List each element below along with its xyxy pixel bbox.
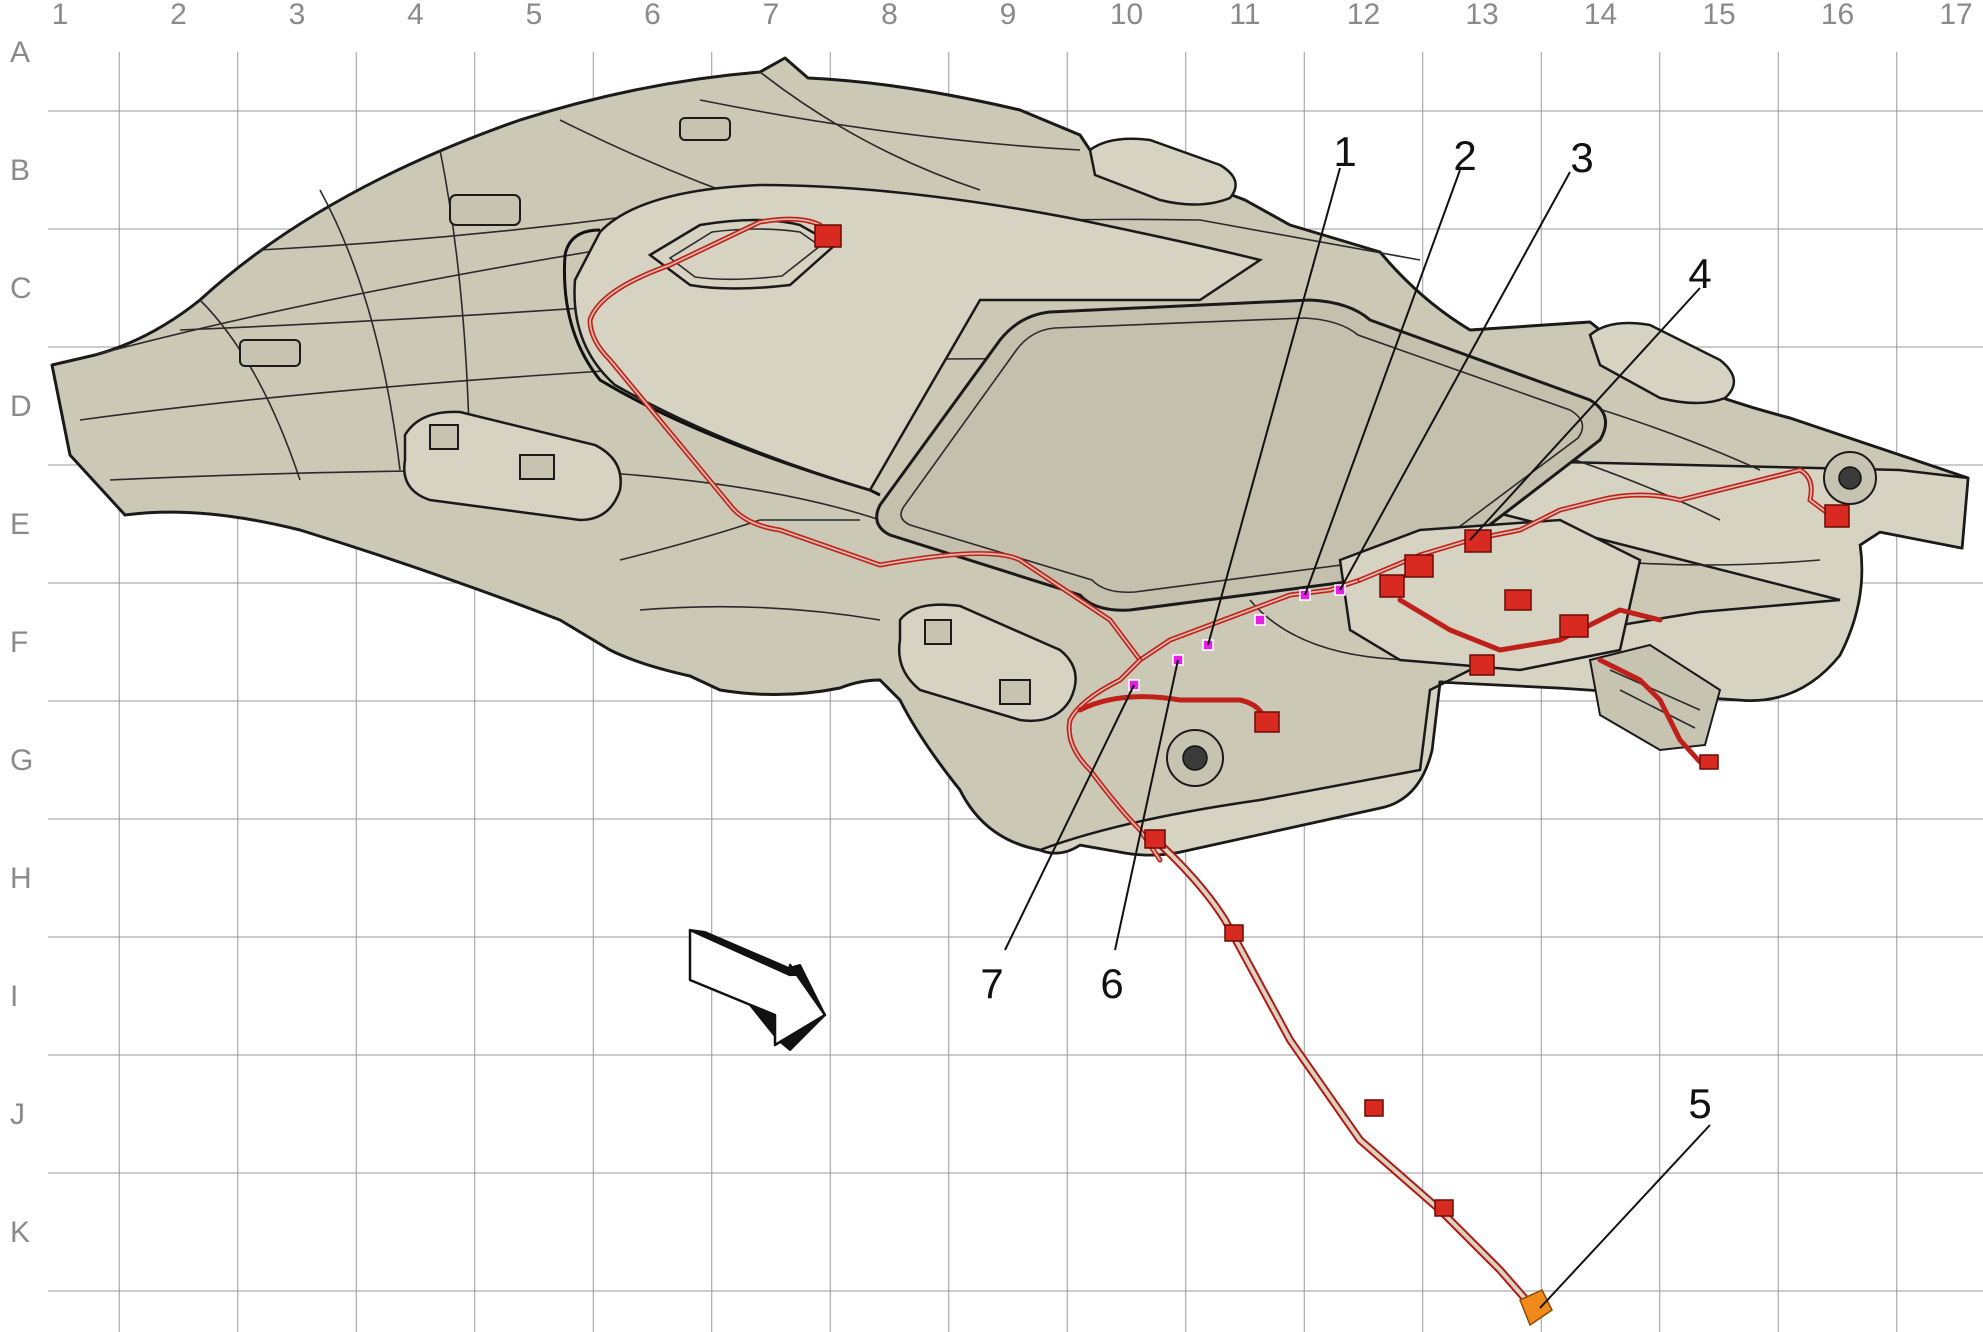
harness-handle-branch [1077,694,1268,725]
seam-line [1249,599,1421,661]
harness-sheath [589,218,1361,661]
grid-column-label: 16 [1821,0,1854,31]
grid-row-label: F [10,626,28,659]
direction-arrow-icon [688,928,827,1051]
grab-handle-clip [519,454,555,480]
grid-row-label: I [10,980,18,1013]
sunroof-inner-frame [900,317,1584,594]
seam-line [639,605,881,621]
connector [1404,554,1434,578]
connector [814,224,842,248]
round-boss-center [1838,466,1862,490]
connector [1469,654,1495,676]
grid-row-label: K [10,1216,30,1249]
connector [1379,574,1405,598]
grid-column-label: 8 [881,0,898,31]
connector [1559,614,1589,638]
connector [1224,924,1244,942]
grid-row-label: J [10,1098,25,1131]
callout-5: 5 [1688,1080,1711,1127]
leader-line-2 [1304,169,1461,596]
connector [1434,1199,1454,1217]
end-connector [1519,1289,1553,1327]
callout-2: 2 [1453,132,1476,179]
connector [1144,829,1166,849]
grid-column-label: 11 [1229,0,1260,31]
grid-row-label: A [10,36,30,69]
leader-line-3 [1339,171,1571,591]
mounting-pad [679,117,731,141]
harness-rear-branch-2 [1397,597,1663,653]
grid-column-label: 12 [1347,0,1380,31]
seam-line [199,299,301,481]
callouts: 1 2 3 4 5 6 7 [980,128,1712,1309]
leader-line-1 [1207,167,1341,646]
headliner-panel [50,56,1970,857]
grid-row-label: C [10,272,32,305]
seam-line [699,99,1081,151]
grid-column-label: 1 [52,0,69,31]
connector [1824,504,1850,528]
harness-tail [1146,831,1539,1314]
grab-handle-pocket-rear-right [1588,321,1735,405]
grid-row-label: H [10,862,32,895]
callout-1: 1 [1333,128,1356,175]
grid-column-label: 9 [1000,0,1017,31]
leader-line-7 [1004,684,1135,951]
leader-line-4 [1469,287,1701,541]
connector [1464,529,1492,553]
grid-column-label: 10 [1110,0,1143,31]
grid-column-label: 6 [644,0,661,31]
wiring-harness [587,216,1850,1327]
seam-line [259,214,641,251]
leader-line-5 [1539,1124,1711,1309]
harness-sheath [1068,659,1161,861]
grid-column-label: 13 [1465,0,1498,31]
grid-column-label: 7 [763,0,780,31]
grid-row-label: B [10,154,30,187]
grid-column-label: 2 [170,0,187,31]
grab-handle-clip [924,619,952,645]
grid-column-label: 3 [289,0,306,31]
round-boss-center [1182,745,1208,771]
grid-column-label: 5 [526,0,543,31]
grid-column-label: 17 [1939,0,1972,31]
grid-column-label: 4 [407,0,424,31]
mounting-pad [449,194,521,226]
callout-3: 3 [1570,134,1593,181]
callout-7: 7 [980,960,1003,1007]
connector [1504,589,1532,611]
connector [1364,1099,1384,1117]
leader-line-6 [1114,659,1179,951]
harness-sheath [1148,833,1537,1312]
grab-handle-clip [429,424,459,450]
grid-row-label: G [10,744,33,777]
connector [1254,711,1280,733]
grid-row-label: E [10,508,30,541]
mounting-pad [239,339,301,367]
seam-line [319,189,401,471]
bracket-ribs [1609,669,1701,729]
grid-row-label: D [10,390,32,423]
grid-column-label: 15 [1702,0,1735,31]
harness-sheath [1359,469,1831,581]
harness-rear-branch-3 [1597,657,1703,765]
grab-handle-clip [999,679,1031,705]
callout-6: 6 [1100,960,1123,1007]
seam-line [759,71,981,191]
retainer-clip [1254,614,1266,626]
connector [1699,754,1719,770]
grid-column-label: 14 [1584,0,1617,31]
callout-4: 4 [1688,250,1711,297]
grab-handle-pocket-right [1088,137,1237,206]
